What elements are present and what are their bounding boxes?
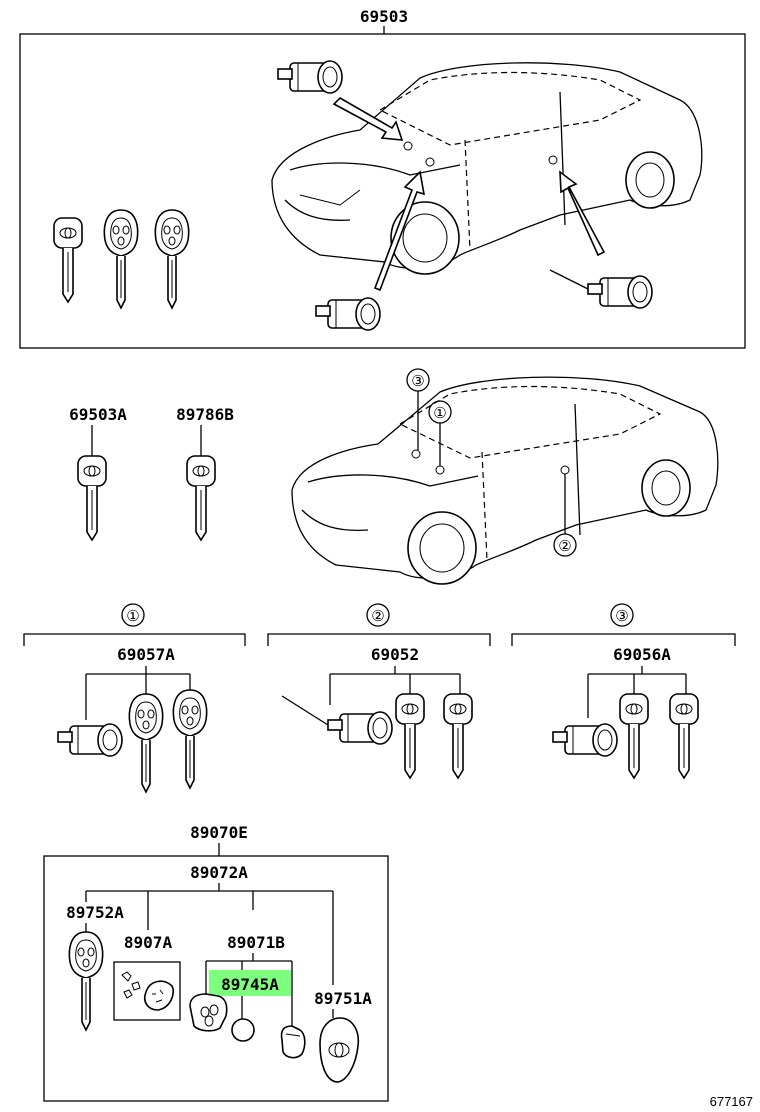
part-8907A-label: 8907A — [124, 933, 173, 952]
kit-section-1: ① 69057A — [23, 603, 246, 793]
leader-line — [85, 883, 334, 985]
toyota-key-icon — [186, 455, 216, 541]
toyota-key-icon — [443, 693, 473, 779]
kit-section-2: ② 69052 — [267, 603, 491, 779]
part-89786B-label: 89786B — [176, 405, 234, 424]
remote-back-cover-icon — [319, 1017, 360, 1083]
lock-cylinder-icon — [57, 723, 123, 757]
toyota-key-icon — [619, 693, 649, 779]
remote-cover-icon — [280, 1025, 306, 1059]
part-69056A-label: 69056A — [613, 645, 671, 664]
svg-text:①: ① — [126, 607, 139, 625]
part-89752A-label: 89752A — [66, 903, 124, 922]
remote-kit-frame — [43, 855, 389, 1102]
callout-2: ② — [553, 474, 577, 557]
toyota-key-icon — [669, 693, 699, 779]
svg-text:①: ① — [433, 404, 446, 422]
remote-key-icon — [154, 209, 190, 309]
battery-icon — [231, 1018, 255, 1042]
transponder-board-icon — [113, 961, 181, 1021]
remote-key-icon — [68, 931, 104, 1031]
svg-text:③: ③ — [411, 372, 424, 390]
part-89751A-label: 89751A — [314, 989, 372, 1008]
lock-cylinder-icon — [277, 60, 343, 94]
lock-cylinder-icon — [549, 269, 653, 309]
remote-key-icon — [128, 693, 164, 793]
remote-key-icon — [172, 689, 208, 789]
remote-case-half-icon — [189, 993, 228, 1032]
part-89745A-label: 89745A — [221, 975, 279, 994]
lock-cylinder-icon — [552, 723, 618, 757]
part-69052-label: 69052 — [371, 645, 419, 664]
part-69057A-label: 69057A — [117, 645, 175, 664]
svg-text:②: ② — [371, 607, 384, 625]
toyota-key-icon — [53, 217, 83, 303]
part-69503A-label: 69503A — [69, 405, 127, 424]
lock-cylinder-icon — [315, 297, 381, 331]
svg-text:③: ③ — [615, 607, 628, 625]
car-outline-icon — [291, 376, 719, 585]
callout-3: ③ — [406, 368, 430, 450]
highlight-box — [209, 970, 291, 996]
arrow-icon — [332, 97, 606, 292]
part-89071B-label: 89071B — [227, 933, 285, 952]
svg-text:②: ② — [558, 537, 571, 555]
part-89072A-label: 89072A — [190, 863, 248, 882]
part-89745A-highlight[interactable]: 89745A — [209, 970, 291, 996]
kit-section-3: ③ 69056A — [511, 603, 736, 779]
toyota-key-icon — [77, 455, 107, 541]
car-outline-icon — [271, 62, 703, 275]
part-89070E-label: 89070E — [190, 823, 248, 842]
callout-1: ① — [428, 400, 452, 466]
remote-key-icon — [103, 209, 139, 309]
assembly-frame — [19, 33, 746, 349]
part-69503-label: 69503 — [360, 7, 408, 26]
lock-cylinder-icon — [281, 695, 393, 745]
diagram-reference-number: 677167 — [710, 1094, 753, 1109]
toyota-key-icon — [395, 693, 425, 779]
